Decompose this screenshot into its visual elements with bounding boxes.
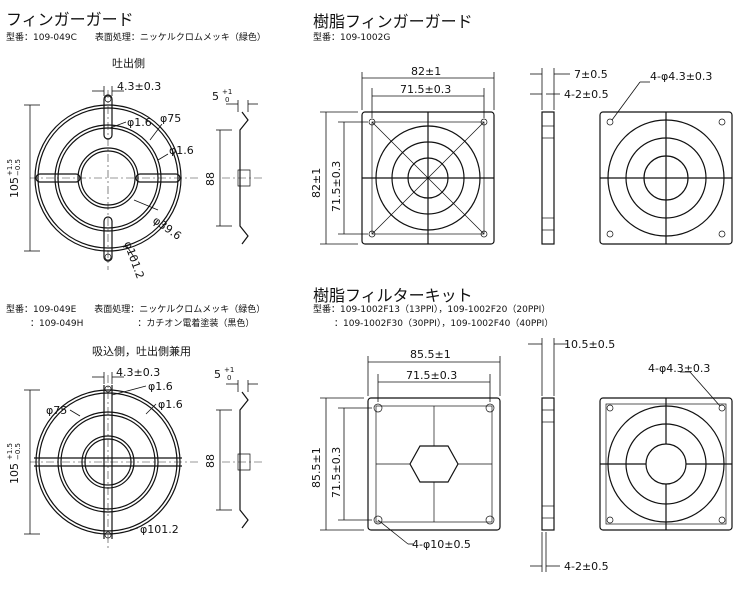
resin-guard-front-view xyxy=(361,111,495,245)
metal-guard-b-side-view xyxy=(222,391,262,529)
filter-side-view xyxy=(541,397,555,531)
dim-b-wire-1: φ1.6 xyxy=(148,380,173,393)
metal-guard-side-view xyxy=(222,111,262,245)
dim-filter-outer-height: 85.5±1 xyxy=(310,447,323,488)
model-line-filter-2: ：109-1002F30（30PPI），109-1002F40（40PPI） xyxy=(334,319,554,329)
dim-ring-75: φ75 xyxy=(160,112,181,125)
title-resin-filter-kit: 樹脂フィルターキット xyxy=(313,286,473,305)
resin-guard-back-view xyxy=(599,111,733,245)
dim-filter-thickness: 10.5±0.5 xyxy=(564,338,615,351)
dim-b-depth-tol-minus: 0 xyxy=(227,374,231,382)
dim-filter-inner-width: 71.5±0.3 xyxy=(406,369,457,382)
metal-guard-b-front-view xyxy=(30,375,200,550)
filter-front-view xyxy=(367,397,501,531)
dim-b-depth-tol-plus: +1 xyxy=(224,366,234,374)
dim-wire-2: φ1.6 xyxy=(169,144,194,157)
dim-hole-width: 4.3±0.3 xyxy=(117,80,161,93)
dim-b-side-88: 88 xyxy=(204,454,217,468)
dim-filter-holes: 4-φ4.3±0.3 xyxy=(648,362,710,375)
dim-ring-39: φ39.6 xyxy=(150,214,183,243)
dim-filter-outer-width: 85.5±1 xyxy=(410,348,451,361)
dim-depth-tol-plus: +1 xyxy=(222,88,232,96)
model-line-1002g: 型番：109-1002G xyxy=(313,33,391,43)
dim-ring-101: φ101.2 xyxy=(121,240,146,281)
dim-resin-holes: 4-φ4.3±0.3 xyxy=(650,70,712,83)
dim-b-depth-5: 5 xyxy=(214,368,221,381)
model-line-049c: 型番：109-049C 表面処理：ニッケルクロムメッキ（緑色） xyxy=(6,33,266,43)
model-line-049e: 型番：109-049E 表面処理：ニッケルクロムメッキ（緑色） xyxy=(6,305,266,315)
dim-b-tol-plus: +1.5 xyxy=(6,443,14,460)
dim-resin-inner-width: 71.5±0.3 xyxy=(400,83,451,96)
dim-resin-slot: 4-2±0.5 xyxy=(564,88,609,101)
dim-height-105: 105 xyxy=(8,177,21,198)
label-both-sides: 吸込側，吐出側兼用 xyxy=(92,345,191,358)
dim-b-hole-width: 4.3±0.3 xyxy=(116,366,160,379)
dim-tol-minus: −0.5 xyxy=(14,159,22,176)
dim-b-ring-75: φ75 xyxy=(46,404,67,417)
filter-back-view xyxy=(599,397,733,531)
dim-b-height-105: 105 xyxy=(8,463,21,484)
dim-filter-slot: 4-2±0.5 xyxy=(564,560,609,573)
model-line-filter-1: 型番：109-1002F13（13PPI），109-1002F20（20PPI） xyxy=(313,305,551,315)
dim-resin-outer-width: 82±1 xyxy=(411,65,441,78)
resin-guard-side-view xyxy=(541,111,555,245)
dim-side-88: 88 xyxy=(204,172,217,186)
title-resin-finger-guard: 樹脂フィンガーガード xyxy=(313,12,473,31)
label-outlet-side: 吐出側 xyxy=(112,57,145,70)
dim-filter-inner-height: 71.5±0.3 xyxy=(330,447,343,498)
dim-b-tol-minus: −0.5 xyxy=(14,443,22,460)
dim-wire-1: φ1.6 xyxy=(127,116,152,129)
dim-b-ring-101: φ101.2 xyxy=(140,523,179,536)
dim-resin-thickness: 7±0.5 xyxy=(574,68,608,81)
dim-resin-outer-height: 82±1 xyxy=(310,168,323,198)
dim-resin-inner-height: 71.5±0.3 xyxy=(330,161,343,212)
model-line-049h: ：109-049H ：カチオン電着塗装（黒色） xyxy=(30,319,255,329)
dim-depth-tol-minus: 0 xyxy=(225,96,229,104)
dim-depth-5: 5 xyxy=(212,90,219,103)
metal-guard-front-view xyxy=(30,90,200,270)
dim-tol-plus: +1.5 xyxy=(6,159,14,176)
title-finger-guard: フィンガーガード xyxy=(6,10,134,29)
dim-filter-front-holes: 4-φ10±0.5 xyxy=(412,538,471,551)
dim-b-wire-2: φ1.6 xyxy=(158,398,183,411)
